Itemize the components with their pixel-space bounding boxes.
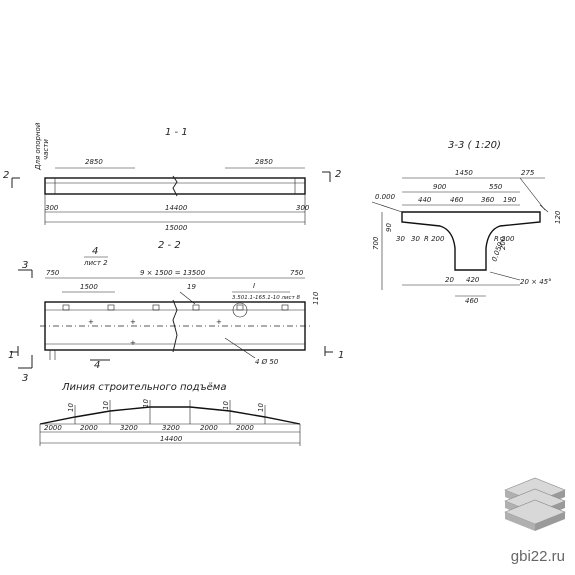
lift-10-e: 10	[257, 403, 265, 412]
lift-10-d: 10	[222, 401, 230, 410]
lift-10-b: 10	[102, 401, 110, 410]
dim-275: 275	[521, 169, 535, 177]
dim-360: 360	[481, 196, 495, 204]
dim-19: 19	[187, 283, 196, 291]
logo-icon	[504, 477, 566, 531]
dim-460: 460	[450, 196, 464, 204]
lift-seg-1: 2000	[44, 424, 62, 432]
lift-line-title: Линия строительного подъёма	[61, 382, 226, 393]
lift-seg-4: 3200	[162, 424, 180, 432]
dim-420: 420	[466, 276, 480, 284]
dim-30-a: 30	[396, 235, 405, 243]
dim-2850-right: 2850	[255, 158, 273, 166]
dim-1450: 1450	[455, 169, 473, 177]
section-1-1: 1 - 1 Для опорной части 2 2 2850 2850 30…	[3, 122, 341, 232]
marker-2-right: 2	[335, 169, 341, 180]
dim-460-bottom: 460	[465, 297, 479, 305]
lift-10-a: 10	[67, 403, 75, 412]
dim-20: 20	[445, 276, 454, 284]
lift-10-c: 10	[142, 399, 150, 408]
dim-700: 700	[372, 236, 380, 250]
dim-2850-left: 2850	[85, 158, 103, 166]
lift-seg-5: 2000	[200, 424, 218, 432]
dim-300-left: 300	[45, 204, 59, 212]
marker-1-right: 1	[338, 350, 344, 361]
dim-30-b: 30	[411, 235, 420, 243]
dim-550: 550	[489, 183, 503, 191]
dim-1500: 1500	[80, 283, 98, 291]
svg-text:+: +	[216, 318, 222, 326]
watermark: gbi22.ru	[510, 548, 565, 565]
support-label: Для опорной	[34, 122, 42, 171]
dim-900: 900	[433, 183, 447, 191]
section-2-2-title: 2 - 2	[158, 240, 181, 251]
marker-4-top: 4	[92, 246, 98, 257]
dim-300-right: 300	[296, 204, 310, 212]
dim-110: 110	[312, 291, 320, 305]
dim-120: 120	[554, 210, 562, 224]
dim-440: 440	[418, 196, 432, 204]
rebar-label: 4 Ø 50	[255, 358, 279, 366]
dim-r200-left: R 200	[424, 235, 445, 243]
section-3-3: 3-3 ( 1:20) 1450 275 900 550 440 460 360…	[371, 140, 562, 305]
lift-line: Линия строительного подъёма 10 10 10 10 …	[39, 382, 301, 446]
dim-14400: 14400	[165, 204, 188, 212]
marker-3-top: 3	[22, 260, 28, 271]
lift-total: 14400	[160, 435, 183, 443]
dim-190: 190	[503, 196, 517, 204]
dim-750-right: 750	[290, 269, 304, 277]
svg-text:+: +	[130, 318, 136, 326]
dim-90: 90	[385, 223, 393, 232]
marker-4-bottom: 4	[94, 360, 100, 371]
marker-1-left: 1	[8, 350, 14, 361]
section-2-2: 2 - 2 4 лист 2 3 750 750 9 × 1500 = 1350…	[8, 240, 344, 384]
section-3-3-title: 3-3 ( 1:20)	[448, 140, 501, 151]
note-detail: 3.501.1-165.1-10 лист 8	[232, 295, 301, 301]
lift-seg-2: 2000	[80, 424, 98, 432]
chamfer-label: 20 × 45°	[520, 278, 552, 286]
section-1-1-title: 1 - 1	[165, 127, 188, 138]
dim-15000: 15000	[165, 224, 188, 232]
sheet-label: лист 2	[83, 259, 108, 267]
support-part-label: части	[42, 139, 50, 160]
note-i: I	[253, 282, 255, 290]
svg-text:+: +	[88, 318, 94, 326]
dim-750-left: 750	[46, 269, 60, 277]
svg-text:+: +	[130, 339, 136, 347]
marker-3-bottom: 3	[22, 373, 28, 384]
dim-r200-right: R 200	[494, 235, 515, 243]
dim-200: 200	[499, 236, 507, 250]
dim-spacing: 9 × 1500 = 13500	[140, 269, 206, 277]
level-mark: 0.000	[375, 193, 396, 201]
marker-2-left: 2	[3, 170, 9, 181]
lift-seg-3: 3200	[120, 424, 138, 432]
lift-seg-6: 2000	[236, 424, 254, 432]
